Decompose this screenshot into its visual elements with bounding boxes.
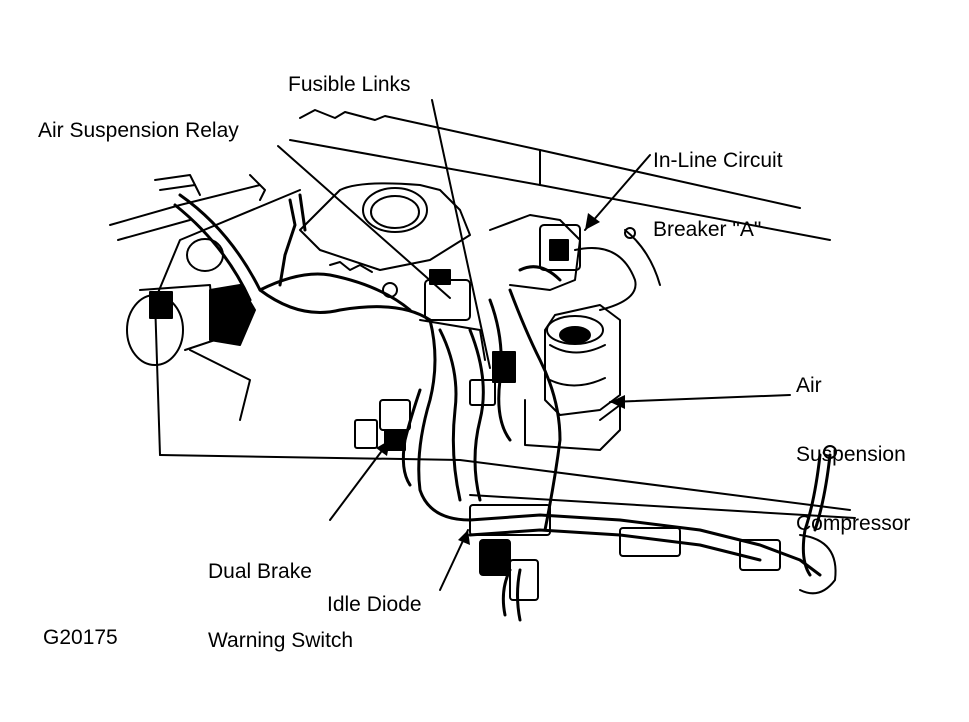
label-air-suspension-relay: Air Suspension Relay bbox=[38, 119, 239, 142]
label-fusible-links: Fusible Links bbox=[288, 73, 411, 96]
arrowhead-compressor bbox=[610, 395, 625, 409]
leader-circuit-breaker bbox=[584, 154, 651, 231]
label-dual-brake-line1: Dual Brake bbox=[208, 560, 312, 583]
label-dual-brake-line2: Warning Switch bbox=[208, 629, 354, 652]
label-compressor-line2: Suspension bbox=[796, 443, 906, 466]
leader-dual-brake-switch bbox=[329, 439, 391, 521]
label-in-line-circuit-breaker: In-Line Circuit Breaker "A" bbox=[653, 103, 783, 287]
relay-block bbox=[382, 269, 486, 361]
label-air-suspension-compressor: Air Suspension Compressor bbox=[796, 328, 910, 581]
figure-id: G20175 bbox=[43, 626, 118, 649]
arrowhead-idle-diode bbox=[458, 530, 470, 545]
leader-arrowheads bbox=[376, 213, 625, 545]
compressor-unit bbox=[524, 304, 621, 451]
label-compressor-line1: Air bbox=[796, 374, 822, 397]
arrowhead-circuit-breaker bbox=[585, 213, 600, 230]
arrowhead-dual-brake bbox=[376, 440, 390, 456]
label-circuit-breaker-line1: In-Line Circuit bbox=[653, 149, 783, 172]
leader-lines bbox=[277, 99, 791, 591]
wiring-harness bbox=[173, 193, 832, 622]
strut-tower bbox=[299, 182, 471, 273]
label-compressor-line3: Compressor bbox=[796, 512, 911, 535]
label-idle-diode: Idle Diode bbox=[327, 593, 422, 616]
leader-fusible-links bbox=[431, 99, 491, 369]
label-dual-brake-warning-switch: Dual Brake Warning Switch bbox=[208, 514, 353, 698]
leader-air-suspension-relay bbox=[277, 145, 451, 299]
circuit-breaker-cluster bbox=[489, 214, 661, 311]
leader-compressor bbox=[609, 394, 791, 403]
harness-connectors bbox=[154, 174, 837, 601]
fender-component bbox=[126, 238, 251, 421]
firewall-outline bbox=[109, 109, 856, 519]
label-circuit-breaker-line2: Breaker "A" bbox=[653, 218, 762, 241]
